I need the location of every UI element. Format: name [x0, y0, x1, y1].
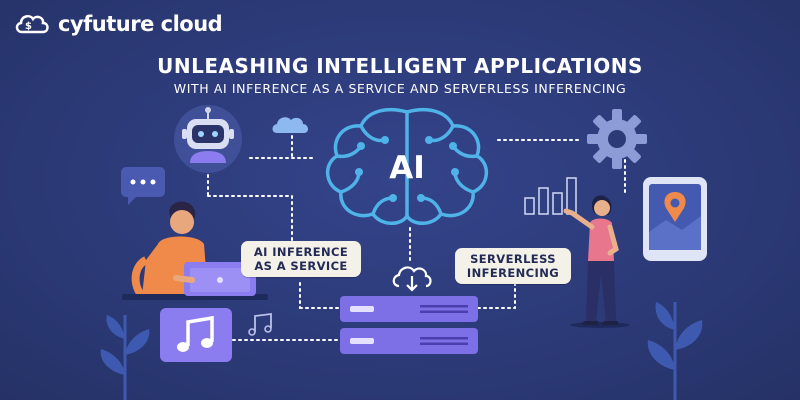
ai-label: AI: [389, 150, 425, 186]
tablet-map-icon: [643, 177, 707, 261]
robot-icon: [174, 105, 242, 173]
ai-inference-line1: AI INFERENCE: [253, 245, 349, 259]
small-music-note-icon: [248, 312, 272, 336]
page-title: UNLEASHING INTELLIGENT APPLICATIONS: [157, 54, 643, 78]
server-icon: [340, 296, 478, 354]
page-subtitle: WITH AI INFERENCE AS A SERVICE AND SERVE…: [173, 81, 627, 96]
ai-inference-label: AI INFERENCE AS A SERVICE: [241, 241, 361, 277]
serverless-label: SERVERLESS INFERENCING: [455, 248, 571, 284]
cloud-download-icon: [392, 266, 432, 292]
svg-text:$: $: [25, 21, 32, 32]
cloud-icon: [272, 117, 309, 133]
serverless-line2: INFERENCING: [466, 266, 560, 280]
music-note-icon: [160, 308, 232, 362]
woman-figure: [563, 195, 630, 328]
chat-bubble-icon: [121, 167, 165, 205]
leaf-icon: [100, 315, 150, 400]
gear-icon: [587, 109, 647, 169]
brain-icon: [326, 107, 488, 225]
man-with-laptop: [122, 201, 268, 300]
brand-logo[interactable]: $ cyfuture cloud: [12, 10, 223, 38]
brand-name: cyfuture cloud: [58, 12, 223, 36]
logo-cloud-icon: $: [15, 14, 49, 34]
serverless-line1: SERVERLESS: [470, 252, 556, 266]
ai-inference-line2: AS A SERVICE: [254, 259, 348, 273]
leaf-icon-right: [647, 302, 703, 400]
